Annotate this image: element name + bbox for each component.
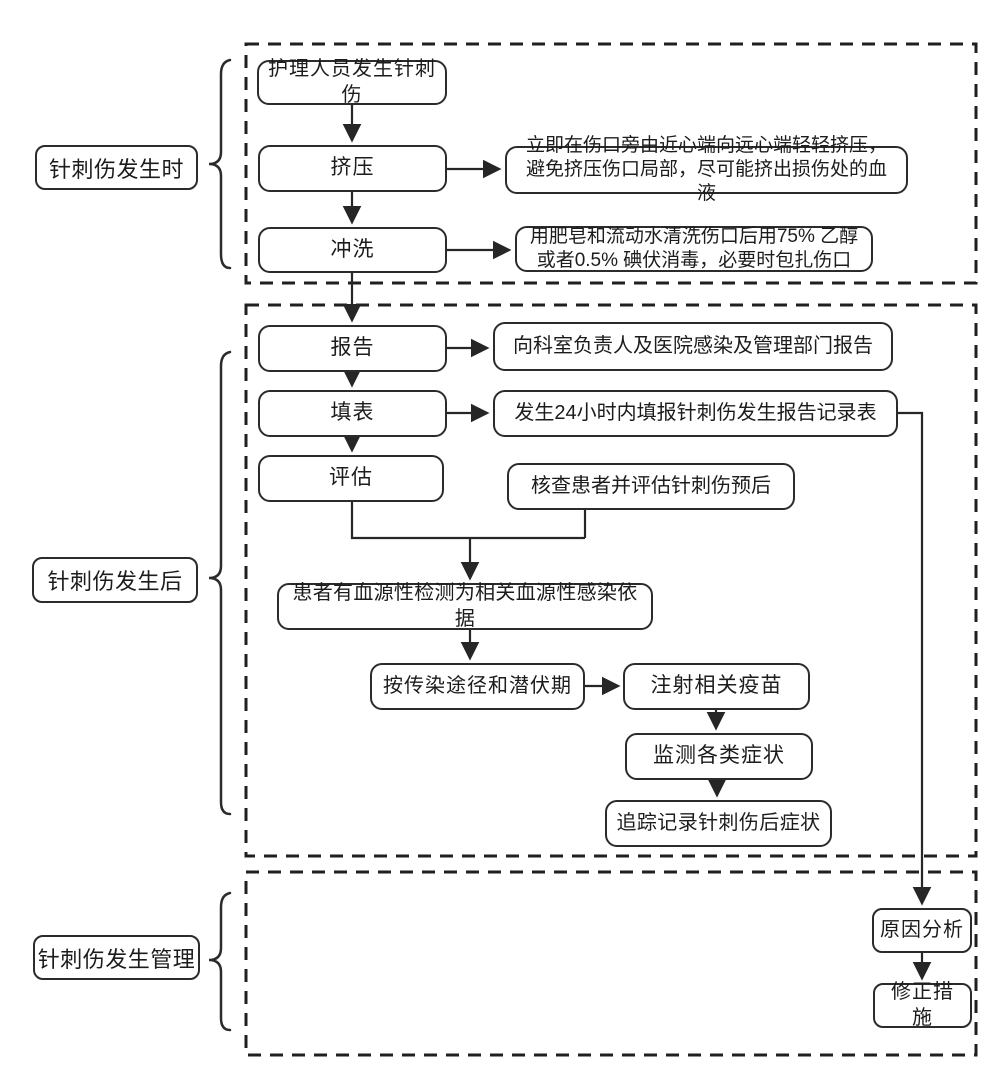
brace-after (208, 350, 232, 816)
side-label-when: 针刺伤发生时 (35, 145, 198, 190)
node-start: 护理人员发生针刺伤 (257, 58, 447, 106)
section-frame-after (244, 303, 978, 858)
node-assess: 评估 (258, 455, 444, 502)
node-report: 报告 (258, 325, 447, 372)
node-route: 按传染途径和潜伏期 (370, 663, 585, 710)
node-cause: 原因分析 (872, 908, 972, 953)
node-rinse: 冲洗 (258, 227, 447, 273)
section-frame-when (244, 42, 978, 285)
node-track: 追踪记录针刺伤后症状 (605, 800, 832, 847)
node-report-note: 向科室负责人及医院感染及管理部门报告 (493, 322, 893, 371)
node-squeeze: 挤压 (258, 145, 447, 192)
node-vaccine: 注射相关疫苗 (623, 663, 810, 710)
side-label-management: 针刺伤发生管理 (33, 935, 200, 980)
node-evidence: 患者有血源性检测为相关血源性感染依据 (277, 582, 653, 630)
node-correction: 修正措施 (873, 981, 972, 1029)
section-frames (244, 42, 978, 1057)
side-label-after: 针刺伤发生后 (32, 557, 198, 603)
node-monitor: 监测各类症状 (625, 733, 813, 780)
brace-management (208, 891, 232, 1032)
arrow-form-cause (898, 411, 932, 906)
brace-when (208, 58, 232, 270)
node-assess-note: 核查患者并评估针刺伤预后 (507, 463, 795, 510)
merge-line-assess (350, 502, 585, 540)
section-braces (208, 58, 232, 1032)
node-rinse-note: 用肥皂和流动水清洗伤口后用75% 乙醇或者0.5% 碘伏消毒，必要时包扎伤口 (515, 226, 873, 272)
section-frame-management (244, 870, 978, 1057)
node-form-note: 发生24小时内填报针刺伤发生报告记录表 (493, 390, 898, 437)
connectors (342, 105, 932, 981)
node-form: 填表 (258, 390, 447, 437)
node-squeeze-note: 立即在伤口旁由近心端向远心端轻轻挤压，避免挤压伤口局部，尽可能挤出损伤处的血液 (505, 135, 908, 204)
